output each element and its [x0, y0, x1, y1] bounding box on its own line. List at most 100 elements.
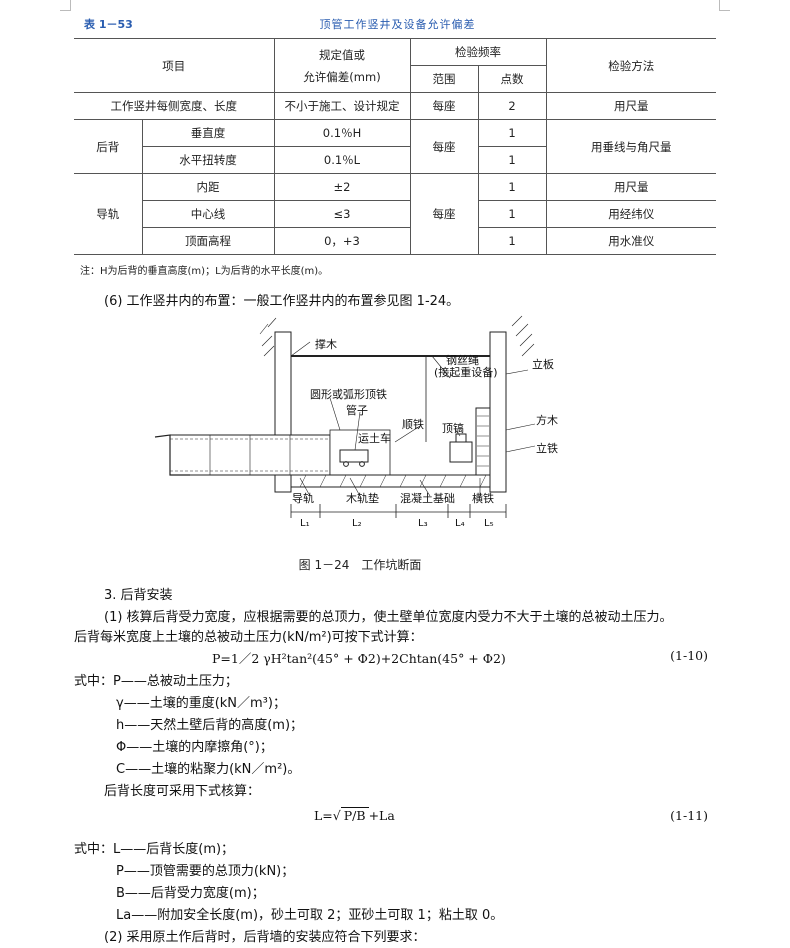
label-daogui: 导轨	[292, 491, 314, 505]
header-frequency: 检验频率	[409, 38, 547, 66]
label-L1: L₁	[300, 518, 310, 529]
table-header-row: 项目 规定值或 允许偏差(mm) 检验频率 检验方法	[74, 38, 716, 93]
cell-points: 1	[477, 200, 547, 228]
right-pit-wall	[489, 331, 507, 493]
cell-item: 工作竖井每侧宽度、长度	[74, 92, 275, 120]
cell-points: 2	[477, 92, 547, 120]
crop-mark-top-left	[60, 0, 71, 11]
header-range: 范围	[410, 65, 479, 93]
where-1-line1: γ——土壤的重度(kN／m³)；	[116, 696, 286, 711]
label-chengmu: 撑木	[315, 337, 337, 351]
table-subheader-row: 范围 点数	[74, 65, 716, 93]
table-row: 水平扭转度 0.1％L 1	[74, 146, 716, 174]
paragraph-1-line1: (1) 核算后背受力宽度，应根据需要的总顶力，使土壁单位宽度内受力不大于土壤的总…	[104, 610, 673, 625]
cell-item: 内距	[141, 173, 275, 201]
label-muguizhen: 木轨垫	[346, 491, 379, 505]
working-pit-diagram: 撑木 钢丝绳 (接起重设备) 立板 圆形或弧形顶铁 管子 顺铁 方木 运土车 顶…	[154, 315, 558, 529]
label-litie: 立铁	[536, 441, 558, 455]
where-2-line2: B——后背受力宽度(m)；	[116, 886, 265, 901]
where-1-line3: Φ——土壤的内摩擦角(°)；	[116, 740, 273, 755]
formula-1-11: L=√P/B+La	[314, 807, 395, 823]
left-wall-hatch	[259, 317, 277, 357]
cell-method: 用水准仪	[545, 227, 716, 255]
paragraph-1-line2: 后背每米宽度上土壤的总被动土压力(kN/m²)可按下式计算：	[74, 630, 423, 645]
cell-item: 水平扭转度	[142, 146, 275, 174]
table-row: 中心线 ≤3 1 用经纬仪	[74, 200, 716, 228]
label-liban: 立板	[532, 357, 554, 371]
cell-points: 1	[477, 227, 547, 255]
label-fangmu: 方木	[536, 413, 558, 427]
equation-number-1-11: (1-11)	[670, 808, 708, 823]
cell-group: 后背	[74, 119, 143, 174]
sqrt-sign: √	[332, 808, 341, 823]
cell-range: 每座	[409, 119, 479, 174]
cell-value: 0，+3	[273, 227, 411, 255]
equation-number-1-10: (1-10)	[670, 648, 708, 663]
label-dingqiao: 顶镐	[442, 421, 464, 435]
tolerance-table: 项目 规定值或 允许偏差(mm) 检验频率 检验方法 范围 点数 工作竖井每侧宽…	[74, 38, 716, 255]
table-row: 后背 垂直度 0.1％H 每座 1 用垂线与角尺量	[74, 119, 716, 174]
header-item: 项目	[74, 38, 275, 93]
length-intro: 后背长度可采用下式核算：	[104, 784, 261, 799]
cell-method: 用尺量	[545, 173, 716, 201]
rear-timber	[475, 407, 491, 479]
label-gangsi: 钢丝绳	[446, 353, 479, 367]
cell-range: 每座	[409, 92, 479, 120]
label-yuanxing: 圆形或弧形顶铁	[310, 387, 387, 401]
cell-points: 1	[477, 173, 547, 201]
formula-1-10: P=1／2 γH²tan²(45° + Φ2)+2Chtan(45° + Φ2)	[212, 651, 506, 666]
concrete-base	[290, 474, 491, 488]
label-hunningtu: 混凝土基础	[400, 491, 455, 505]
cell-points: 1	[477, 119, 547, 147]
label-L3: L₃	[418, 518, 428, 529]
table-number: 表 1－53	[84, 18, 133, 31]
label-L5: L₅	[484, 518, 494, 529]
formula-2-lhs: L=	[314, 808, 333, 823]
crop-mark-top-right	[719, 0, 730, 11]
table-row: 顶面高程 0，+3 1 用水准仪	[74, 227, 716, 255]
cell-points: 1	[477, 146, 547, 174]
muck-cart	[339, 449, 369, 463]
cell-range: 每座	[409, 173, 479, 255]
header-allowed-line1: 规定值或	[319, 47, 365, 62]
paragraph-2: (2) 采用原土作后背时，后背墙的安装应符合下列要求：	[104, 930, 426, 945]
header-allowed: 规定值或 允许偏差(mm)	[273, 38, 411, 93]
table-caption: 表 1－53 顶管工作竖井及设备允许偏差	[80, 16, 715, 34]
table-title: 顶管工作竖井及设备允许偏差	[319, 18, 476, 31]
table-note: 注：H为后背的垂直高度(m)；L为后背的水平长度(m)。	[80, 266, 329, 277]
formula-2-radicand: P/B	[340, 807, 369, 823]
cell-value: ±2	[273, 173, 411, 201]
header-allowed-line2: 允许偏差(mm)	[303, 69, 381, 84]
cell-item: 顶面高程	[142, 227, 275, 255]
label-hengtie: 横铁	[472, 491, 494, 505]
cell-value: 0.1％L	[273, 146, 411, 174]
cell-method: 用垂线与角尺量	[545, 119, 716, 174]
leader-lines	[290, 341, 536, 497]
label-shuntie: 顺铁	[402, 418, 424, 431]
label-jiqi: (接起重设备)	[434, 365, 498, 379]
cell-value: ≤3	[273, 200, 411, 228]
cell-method: 用尺量	[545, 92, 716, 120]
paragraph-6: (6) 工作竖井内的布置：一般工作竖井内的布置参见图 1-24。	[104, 294, 460, 309]
left-soil-slope	[154, 434, 190, 476]
cart-wheel	[343, 461, 349, 467]
label-guanzi: 管子	[346, 403, 368, 417]
cell-value: 不小于施工、设计规定	[273, 92, 411, 120]
label-yuntuche: 运土车	[358, 431, 391, 445]
where-1-line0: 式中：P——总被动土压力；	[74, 674, 238, 689]
cell-group: 导轨	[74, 173, 143, 255]
cell-item: 中心线	[142, 200, 275, 228]
where-1-line4: C——土壤的粘聚力(kN／m²)。	[116, 762, 301, 777]
where-2-line0: 式中：L——后背长度(m)；	[74, 842, 235, 857]
table-row: 工作竖井每侧宽度、长度 不小于施工、设计规定 每座 2 用尺量	[74, 92, 716, 120]
table-row: 导轨 内距 ±2 每座 1 用尺量	[74, 173, 716, 255]
section-3-heading: 3. 后背安装	[104, 588, 173, 603]
cart-wheel	[359, 461, 365, 467]
formula-2-rhs: +La	[368, 808, 395, 823]
cell-method: 用经纬仪	[545, 200, 716, 228]
header-method: 检验方法	[545, 38, 716, 93]
label-L2: L₂	[352, 518, 362, 529]
cell-value: 0.1％H	[273, 119, 411, 147]
right-wall-hatch	[511, 315, 535, 357]
